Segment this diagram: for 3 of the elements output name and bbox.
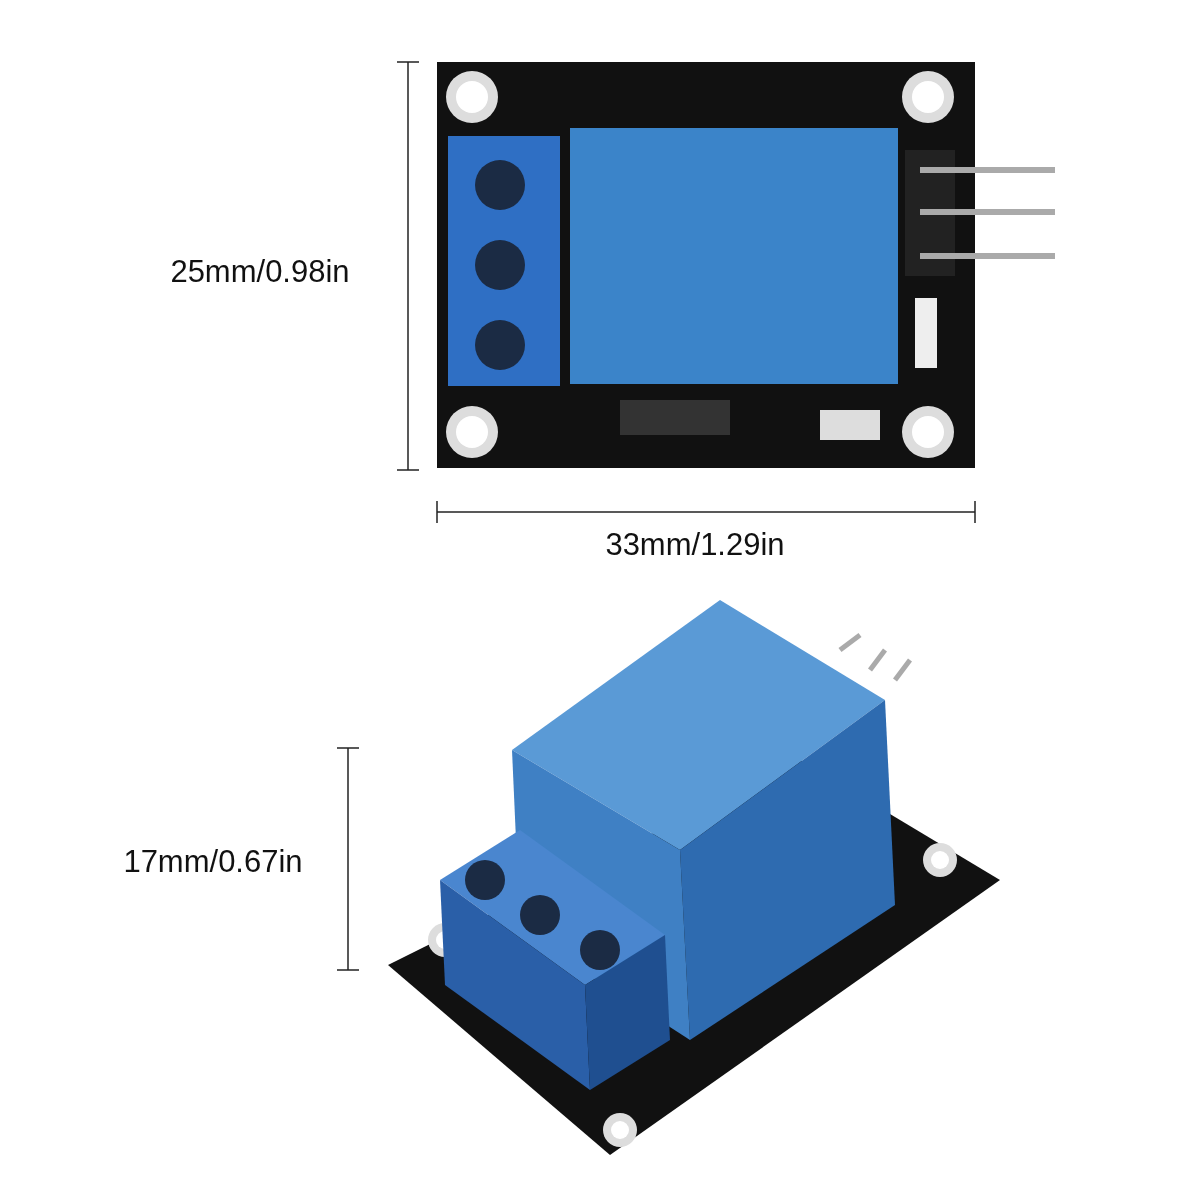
dimension-label: 17mm/0.67in [123,844,303,880]
dimension-label: 33mm/1.29in [605,527,785,563]
dimension-label: 25mm/0.98in [170,254,350,290]
